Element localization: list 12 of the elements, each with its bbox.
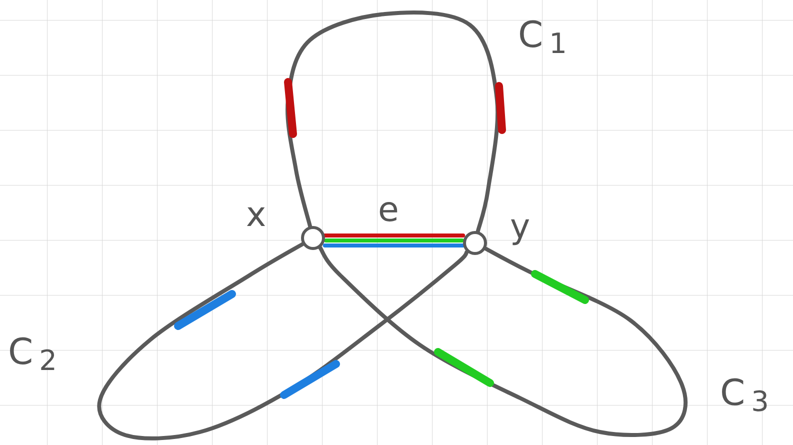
cycle-label: C$_{2}$ (8, 335, 57, 375)
graph-edge (318, 246, 688, 437)
vertex-label: y (510, 210, 530, 244)
graph-edge (322, 234, 466, 238)
vertex-label: x (246, 198, 266, 232)
graph-edge (286, 10, 500, 234)
cycle-label: C$_{3}$ (720, 376, 769, 416)
cycle-label: C$_{1}$ (518, 18, 567, 58)
graph-edge (322, 244, 466, 248)
edge-label: e (378, 192, 399, 226)
graph-edge (97, 242, 469, 440)
graph-edge (324, 238, 464, 242)
